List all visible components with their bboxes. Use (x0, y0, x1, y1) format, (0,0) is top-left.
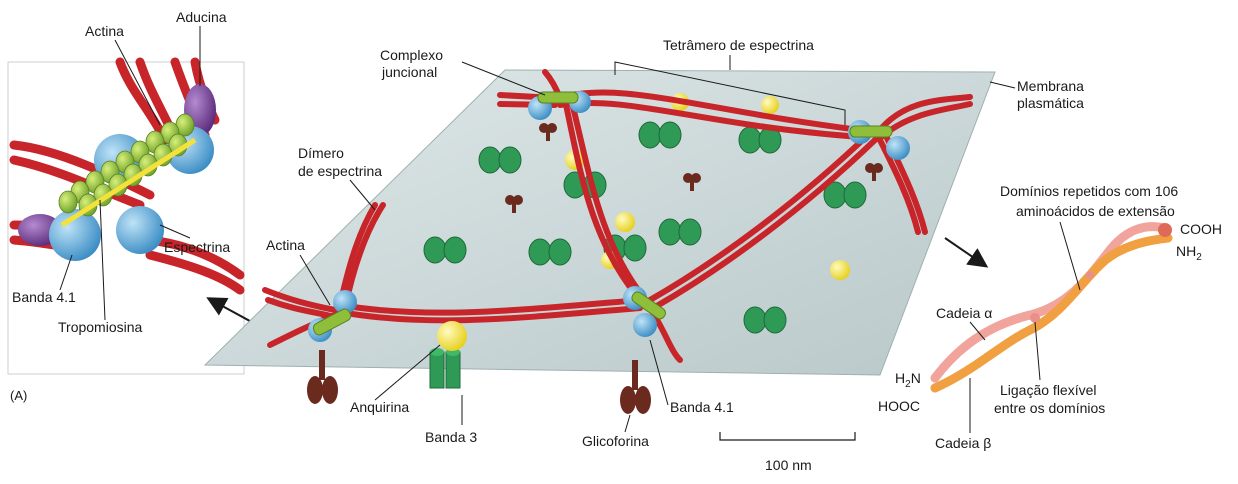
label-complexo-line1: Complexo (380, 47, 443, 63)
inset-tropomyosin (60, 137, 197, 228)
scale-bar-label: 100 nm (765, 457, 812, 473)
junctional-complexes (308, 91, 910, 342)
junctional-complex (528, 91, 591, 120)
label-h2n-sub: 2 (905, 379, 911, 390)
band3-dimer (823, 181, 867, 209)
glycophorin (683, 173, 701, 191)
junctional-complex (623, 286, 666, 337)
label-dominios-line1: Domínios repetidos com 106 (1000, 183, 1178, 199)
label-h2n: H2N (895, 370, 921, 390)
inset-label-banda41: Banda 4.1 (12, 289, 76, 305)
glycophorin (505, 195, 523, 213)
label-actina: Actina (266, 237, 305, 253)
label-complexo-line2: juncional (381, 64, 437, 80)
beta-chain (930, 233, 1173, 393)
glycophorin-large (307, 350, 338, 404)
label-membrana-line1: Membrana (1017, 78, 1084, 94)
band3-dimer (743, 306, 787, 334)
band3-dimer (528, 238, 572, 266)
label-cadeia-beta: Cadeia β (935, 435, 991, 451)
ankyrin-large (437, 321, 467, 351)
glycophorin-large-2 (620, 360, 651, 414)
inset-leader-lines (59, 26, 201, 321)
inset-label-actina: Actina (85, 23, 124, 39)
band3-dimer (638, 121, 682, 149)
scale-bar: 100 nm (719, 432, 856, 473)
band3-dimer (658, 218, 702, 246)
spectrin-detail: Domínios repetidos com 106 aminoácidos d… (878, 183, 1222, 451)
inset-label-tropomiosina: Tropomiosina (58, 319, 143, 335)
label-dominios-line2: aminoácidos de extensão (1016, 203, 1175, 219)
label-banda41: Banda 4.1 (670, 399, 734, 415)
figure-label: (A) (10, 388, 27, 403)
junctional-complex (848, 120, 910, 160)
main-leader-lines (299, 55, 1016, 433)
label-anquirina: Anquirina (350, 399, 409, 415)
inset-label-espectrina: Espectrina (164, 239, 230, 255)
band3-large (429, 348, 461, 389)
label-dimero-line1: Dímero (298, 145, 344, 161)
label-nh2-main: NH (1176, 243, 1196, 259)
flexible-links (1030, 223, 1172, 323)
glycophorin (539, 123, 557, 141)
main-diagram: Complexo juncional Tetrâmero de espectri… (203, 37, 1084, 473)
spectrin-detail-leader-lines (969, 221, 1081, 433)
band3-dimer (738, 126, 782, 154)
label-nh2-sub: 2 (1196, 252, 1202, 263)
label-h2n-h: H (895, 370, 905, 386)
label-banda3: Banda 3 (425, 429, 477, 445)
glycophorins-small (505, 123, 883, 213)
label-cadeia-alpha: Cadeia α (936, 305, 992, 321)
glycophorin (865, 163, 883, 181)
band3-dimer (423, 236, 467, 264)
detail-arrow (944, 237, 989, 268)
inset-actin-filament (58, 113, 195, 217)
junctional-complex (308, 290, 357, 342)
plasma-membrane-sheet (203, 69, 996, 376)
label-membrana-line2: plasmática (1017, 95, 1084, 111)
label-tetramero: Tetrâmero de espectrina (663, 37, 814, 53)
label-ligacao-line1: Ligação flexível (1000, 382, 1097, 398)
label-glicoforina: Glicoforina (582, 433, 649, 449)
inset-panel: Actina Aducina Espectrina Banda 4.1 Trop… (7, 9, 245, 403)
label-h2n-n: N (911, 370, 921, 386)
band3-dimer (478, 146, 522, 174)
label-cooh: COOH (1180, 221, 1222, 237)
label-hooc: HOOC (878, 398, 920, 414)
inset-label-aducina: Aducina (176, 9, 227, 25)
label-dimero-line2: de espectrina (298, 163, 382, 179)
label-nh2: NH2 (1176, 243, 1202, 263)
label-ligacao-line2: entre os domínios (994, 400, 1105, 416)
